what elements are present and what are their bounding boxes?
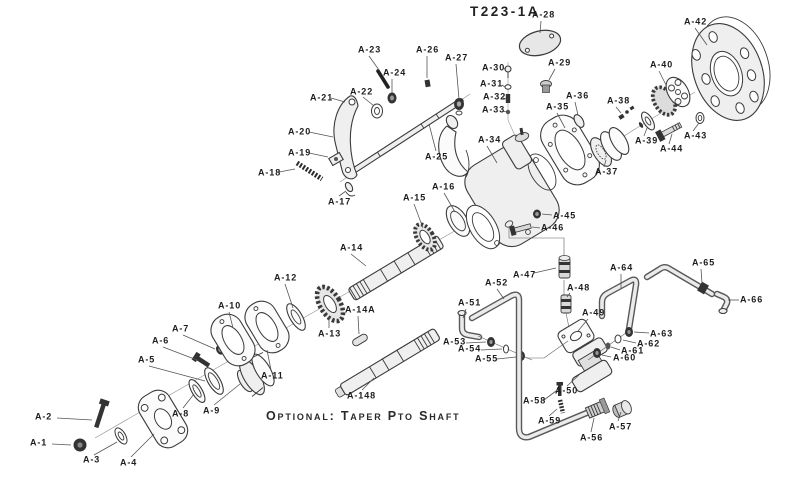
leader-line-a-22 bbox=[362, 96, 375, 107]
leader-line-a-11 bbox=[266, 349, 272, 371]
leader-line-a-63 bbox=[633, 331, 650, 334]
leader-line-a-46 bbox=[531, 226, 541, 229]
leader-line-a-5 bbox=[148, 365, 206, 382]
leader-line-a-42 bbox=[694, 27, 708, 46]
leader-line-a-8 bbox=[182, 393, 195, 409]
leader-line-a-3 bbox=[93, 441, 118, 456]
leader-lines bbox=[51, 20, 739, 458]
leader-line-a-6 bbox=[162, 346, 198, 361]
gearbox-housing-shape bbox=[464, 127, 560, 250]
leader-line-a-50 bbox=[566, 374, 580, 387]
leader-line-a-30 bbox=[502, 67, 507, 70]
leader-line-a-4 bbox=[130, 433, 155, 458]
leader-line-a-16 bbox=[443, 192, 456, 213]
leader-line-a-20 bbox=[308, 131, 334, 138]
leader-line-a-14a bbox=[357, 315, 360, 335]
leader-line-a-59 bbox=[548, 408, 558, 417]
leader-line-a-53 bbox=[465, 341, 487, 344]
leader-line-a-36 bbox=[574, 101, 579, 116]
leader-line-a-54 bbox=[480, 348, 503, 351]
leader-line-a-33 bbox=[502, 110, 508, 113]
leader-line-a-58 bbox=[543, 390, 557, 401]
leader-line-a-44 bbox=[668, 133, 673, 145]
leader-line-a-45 bbox=[541, 213, 553, 216]
leader-line-a-32 bbox=[502, 97, 507, 100]
leader-line-a-39 bbox=[643, 127, 648, 137]
leader-line-a-29 bbox=[548, 68, 556, 81]
leader-line-a-9 bbox=[213, 383, 241, 406]
leader-line-a-38 bbox=[615, 106, 622, 114]
leader-line-a-15 bbox=[413, 203, 424, 229]
leader-line-a-55 bbox=[496, 356, 517, 360]
leader-line-a-28 bbox=[539, 20, 542, 34]
optional-taper-pto-shaft-note: Optional: Taper Pto Shaft bbox=[266, 409, 461, 423]
clipped-title-text: PTO ASSEMBLY bbox=[402, 0, 642, 3]
leader-line-a-60 bbox=[601, 354, 612, 358]
leader-line-a-57 bbox=[617, 411, 622, 422]
optional-taper-shaft-parts bbox=[334, 328, 440, 398]
leader-line-a-61 bbox=[610, 346, 621, 351]
leader-line-a-49 bbox=[577, 318, 589, 332]
leader-line-a-65 bbox=[700, 268, 703, 284]
leader-line-a-47 bbox=[533, 267, 557, 274]
leader-line-a-27 bbox=[455, 63, 460, 100]
leader-line-a-52 bbox=[496, 288, 505, 300]
leader-line-a-34 bbox=[486, 145, 498, 164]
model-number: T223-1A bbox=[470, 4, 541, 19]
leader-line-a-31 bbox=[501, 84, 506, 88]
leader-line-a-1 bbox=[51, 443, 72, 446]
leader-line-a-19 bbox=[308, 152, 329, 158]
leader-line-a-62 bbox=[622, 339, 637, 344]
leader-line-a-17 bbox=[338, 190, 347, 197]
leader-line-a-48 bbox=[566, 292, 571, 298]
leader-line-a-148 bbox=[361, 377, 375, 391]
leader-line-a-18 bbox=[278, 168, 296, 173]
hydraulic-parts bbox=[457, 228, 731, 441]
leader-line-a-35 bbox=[556, 112, 566, 129]
leader-line-a-10 bbox=[228, 311, 234, 329]
leader-line-a-51 bbox=[462, 308, 467, 319]
leader-line-a-43 bbox=[692, 122, 700, 132]
leader-line-a-7 bbox=[182, 334, 216, 350]
shift-mechanism-parts bbox=[295, 29, 562, 236]
leader-line-a-56 bbox=[590, 417, 595, 433]
leader-line-a-40 bbox=[658, 70, 667, 86]
leader-line-a-14 bbox=[350, 253, 367, 267]
leader-line-a-37 bbox=[603, 159, 607, 168]
leader-line-a-21 bbox=[330, 97, 346, 103]
leader-line-a-12 bbox=[284, 283, 294, 309]
rear-cluster-parts bbox=[540, 16, 771, 186]
leader-line-a-23 bbox=[368, 55, 380, 71]
leader-line-a-2 bbox=[56, 417, 93, 421]
leader-line-a-25 bbox=[428, 123, 437, 152]
driveline-parts bbox=[73, 205, 471, 452]
output-flange-shape bbox=[691, 16, 771, 121]
